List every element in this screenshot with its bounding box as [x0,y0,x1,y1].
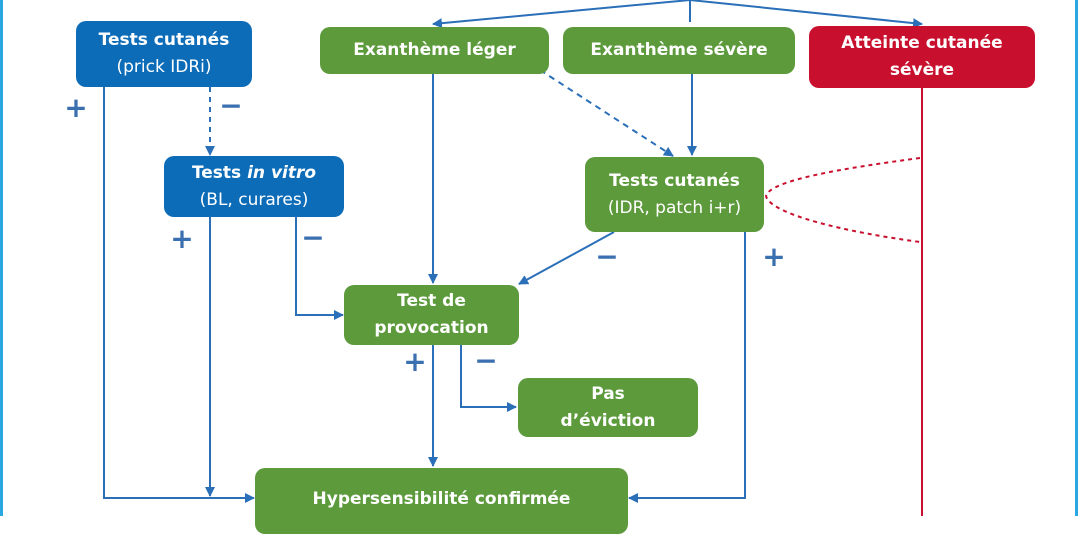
box-no-eviction-line1: Pas [591,383,625,404]
box-hypersensitivity-confirmed: Hypersensibilité confirmée [255,468,628,534]
box-skin-test-idr-patch-line2: (IDR, patch i+r) [607,197,742,218]
sign-provocation-plus: + [403,345,427,378]
arrow-skin-test-idr-plus-to-hypersensitivity [628,232,746,503]
red-dashed-contraindication-curve [764,157,921,243]
arrow-skin-test-idr-minus-to-provocation [518,231,615,285]
top-branch-to-severe-skin [689,0,923,29]
box-skin-test-idr-patch: Tests cutanés (IDR, patch i+r) [585,157,764,232]
diagram-frame [0,0,1078,516]
sign-prick-plus: + [64,91,88,124]
arrow-in-vitro-minus-to-provocation [295,217,344,320]
box-no-eviction: Pas d’éviction [518,378,698,437]
box-in-vitro-tests-line1: Tests in vitro [192,160,316,187]
box-provocation-test: Test de provocation [344,285,519,345]
box-severe-skin-damage-line2: sévère [889,60,955,80]
box-in-vitro-tests-prefix: Tests [191,162,248,183]
sign-in-vitro-minus: − [301,221,325,254]
box-skin-test-prick-line1: Tests cutanés [98,30,230,50]
top-branch-to-mild-rash [432,0,691,29]
sign-provocation-minus: − [474,344,498,377]
box-provocation-test-line2: provocation [374,318,489,338]
box-provocation-test-line1: Test de [397,291,466,311]
sign-skin-test-idr-minus: − [595,240,619,273]
sign-prick-minus: − [219,89,243,122]
box-hypersensitivity-confirmed-line1: Hypersensibilité confirmée [312,489,571,509]
box-severe-skin-damage: Atteinte cutanée sévère [809,26,1035,88]
arrow-provocation-minus-to-no-eviction [460,345,517,412]
box-in-vitro-tests-italic: in vitro [247,162,317,183]
box-no-eviction-line2: d’éviction [560,410,656,431]
sign-in-vitro-plus: + [170,222,194,255]
connector-layer [103,0,923,516]
box-severe-skin-damage-line1: Atteinte cutanée [841,33,1003,53]
arrow-prick-plus-to-hypersensitivity [103,87,255,503]
box-in-vitro-tests-line2: (BL, curares) [199,189,309,210]
box-skin-test-prick-line2: (prick IDRi) [116,57,212,77]
box-skin-test-idr-patch-line1: Tests cutanés [609,170,740,191]
box-in-vitro-tests: Tests in vitro (BL, curares) [164,156,344,217]
sign-skin-test-idr-plus: + [762,240,786,273]
arrow-mild-rash-to-skin-test-idr [539,69,674,157]
box-mild-rash: Exanthème léger [320,27,549,74]
box-mild-rash-line1: Exanthème léger [353,40,516,60]
box-severe-rash-line1: Exanthème sévère [590,40,768,60]
box-severe-rash: Exanthème sévère [563,27,795,74]
box-skin-test-prick: Tests cutanés (prick IDRi) [76,21,252,87]
